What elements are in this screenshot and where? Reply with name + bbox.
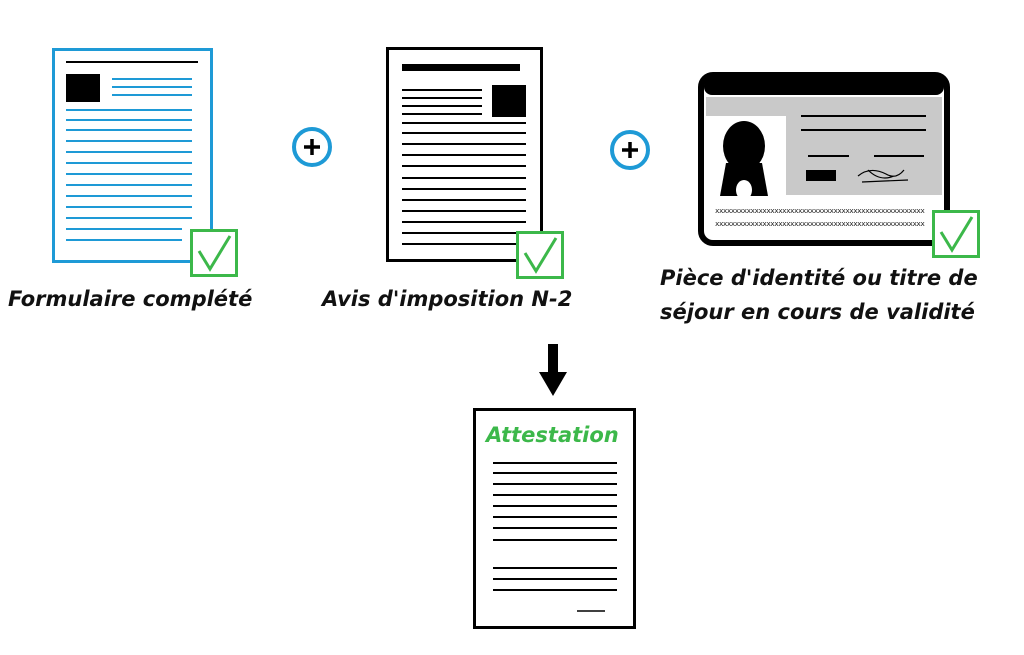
document-label-form: Formulaire complété [8, 287, 253, 311]
tax-notice-document-icon [386, 47, 543, 262]
check-icon [190, 229, 238, 277]
document-label-id-line-2: séjour en cours de validité [660, 300, 975, 324]
mrz-line: xxxxxxxxxxxxxxxxxxxxxxxxxxxxxxxxxxxxxxxx… [715, 219, 925, 228]
document-label-id-line-1: Pièce d'identité ou titre de [660, 266, 978, 290]
attestation-document-icon [473, 408, 636, 629]
form-document-icon [52, 48, 213, 263]
mrz-line: xxxxxxxxxxxxxxxxxxxxxxxxxxxxxxxxxxxxxxxx… [715, 206, 925, 215]
id-card-icon [698, 72, 950, 246]
check-icon [932, 210, 980, 258]
attestation-title: Attestation [486, 423, 619, 447]
down-arrow-icon [539, 344, 567, 396]
plus-icon [292, 127, 332, 167]
document-label-tax-notice: Avis d'imposition N-2 [322, 287, 573, 311]
plus-icon [610, 130, 650, 170]
check-icon [516, 231, 564, 279]
